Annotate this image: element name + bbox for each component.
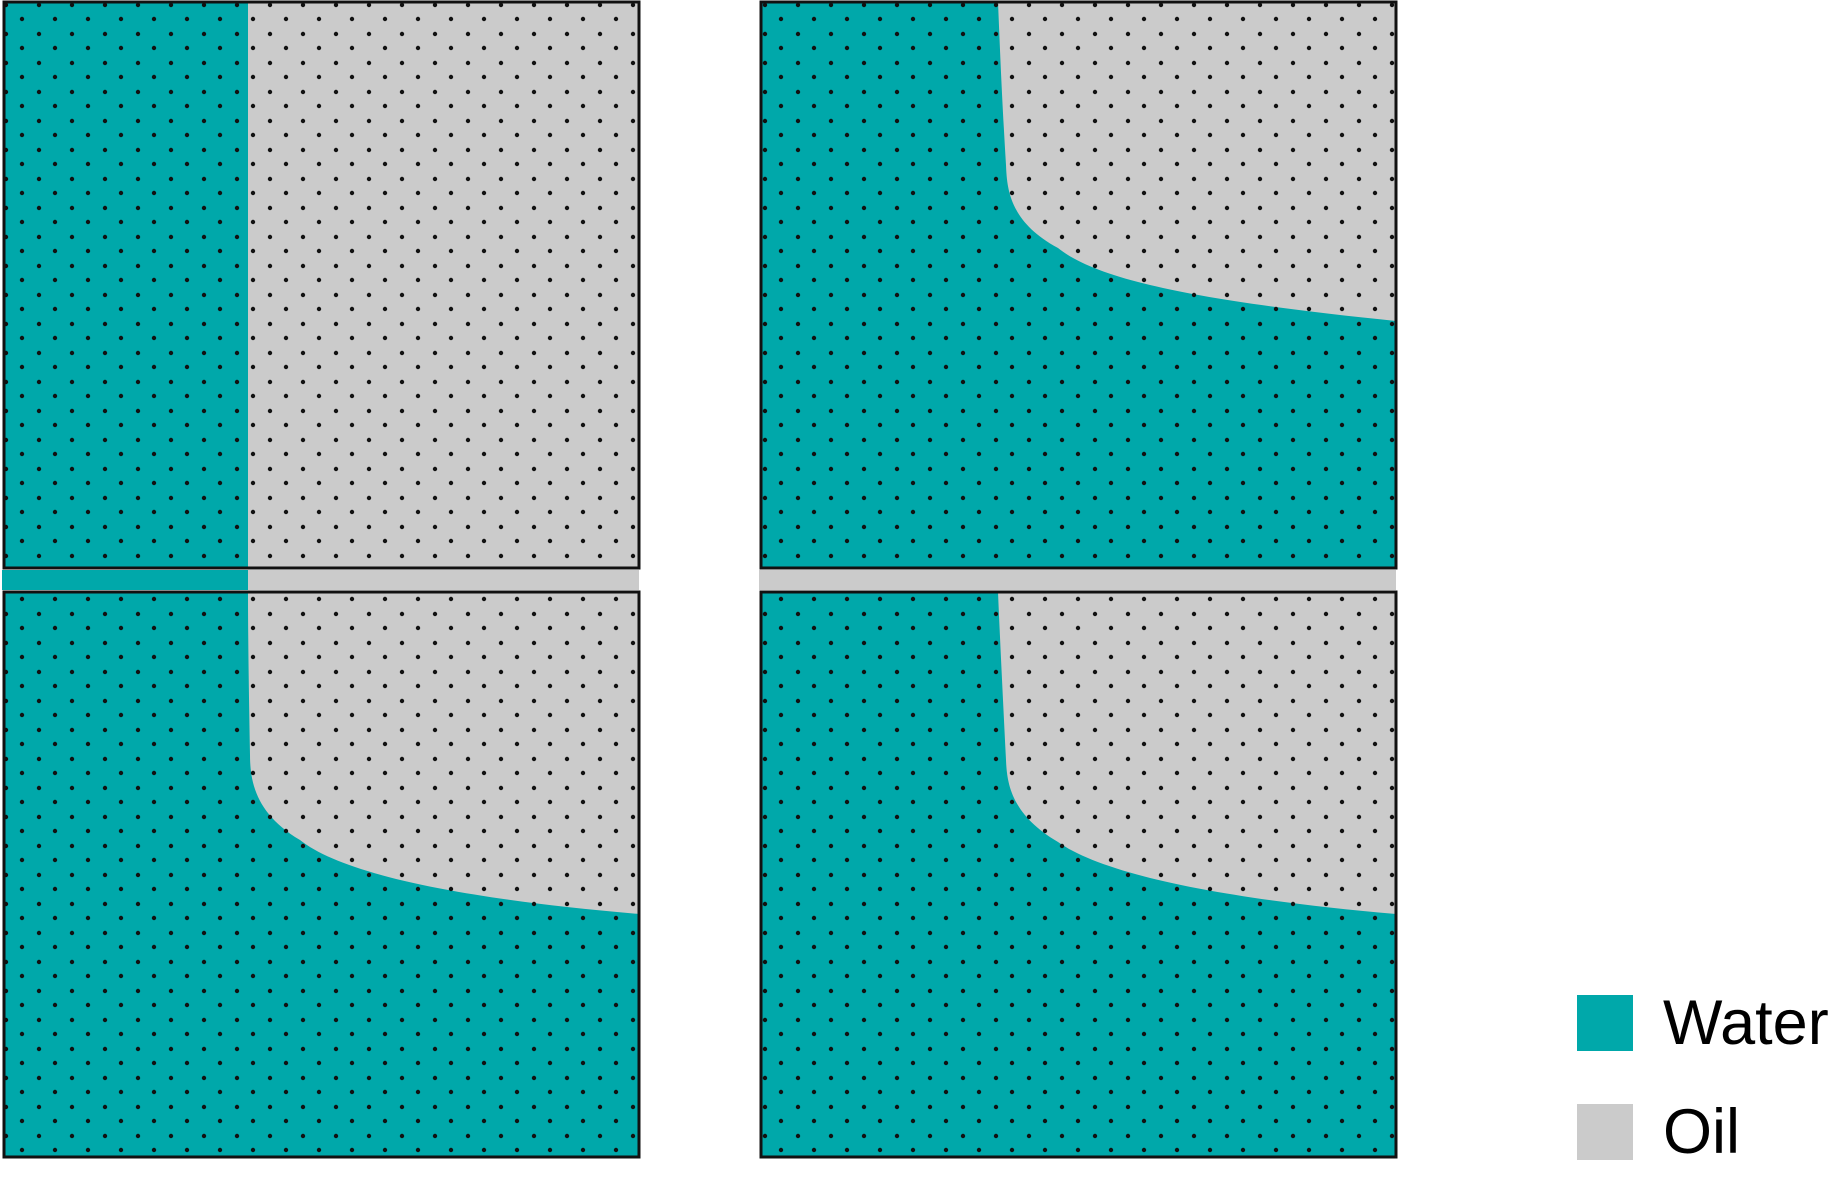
legend-label-water: Water [1663, 988, 1829, 1058]
separator-strip-left-water [2, 570, 248, 590]
panel-top-right [761, 2, 1396, 568]
rock-grains [4, 2, 639, 568]
oil-swatch [1577, 1104, 1633, 1160]
rock-grains [4, 592, 639, 1157]
rock-grains [761, 592, 1396, 1157]
panel-top-left-border [2, 0, 641, 570]
panel-top-left [4, 2, 639, 568]
separator-strip-right [759, 570, 1396, 590]
panel-bottom-left [4, 592, 639, 1157]
panel-bottom-left-border [2, 590, 641, 1159]
panel-top-right-border [759, 0, 1398, 570]
water-swatch [1577, 995, 1633, 1051]
legend-item-water: Water [1577, 988, 1829, 1058]
legend-label-oil: Oil [1663, 1097, 1740, 1167]
rock-grains [761, 2, 1396, 568]
legend-item-oil: Oil [1577, 1097, 1740, 1167]
panel-bottom-right-border [759, 590, 1398, 1159]
panel-bottom-right [761, 592, 1396, 1157]
